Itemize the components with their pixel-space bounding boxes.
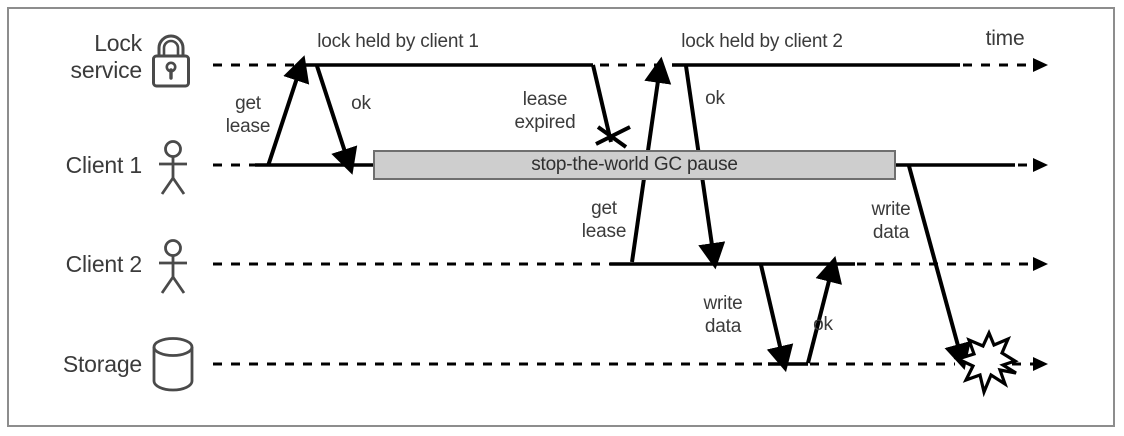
lane-label-storage: Storage — [10, 351, 142, 378]
annotation-get-lease-client1-line2: lease — [225, 116, 271, 137]
message-write-data-client2 — [759, 264, 794, 373]
annotation-time: time — [985, 27, 1025, 50]
annotation-write-data-client1-line2: data — [872, 222, 910, 243]
conflict-explosion-icon — [953, 329, 1019, 398]
gc-pause-box: stop-the-world GC pause — [373, 150, 896, 180]
database-cylinder-icon — [152, 337, 194, 392]
annotation-get-lease-client2: get lease — [562, 197, 646, 243]
message-get-lease-client1 — [266, 55, 310, 167]
annotation-ok-to-client2: ok — [705, 88, 725, 109]
message-write-data-client1 — [907, 165, 971, 370]
time-arrowhead-client-2 — [1033, 257, 1048, 271]
message-ok-to-client1 — [315, 65, 358, 175]
lifeline-lock-service — [213, 58, 1048, 72]
annotation-get-lease-client1: get lease — [206, 92, 290, 138]
lane-label-client-2: Client 2 — [10, 251, 143, 278]
message-ok-storage-to-client2 — [806, 255, 842, 364]
stick-figure-icon — [159, 140, 187, 195]
gc-pause-label: stop-the-world GC pause — [531, 154, 738, 175]
annotation-lease-expired: lease expired — [497, 88, 593, 134]
annotation-write-data-client1: write data — [848, 198, 934, 244]
annotation-lease-expired-line2: expired — [514, 112, 576, 133]
annotation-write-data-client2-line2: data — [704, 316, 742, 337]
annotation-write-data-client2-line1: write — [703, 293, 743, 314]
annotation-ok-to-client1: ok — [351, 93, 371, 114]
lane-label-client-1-text: Client 1 — [65, 152, 143, 178]
annotation-get-lease-client2-line2: lease — [581, 221, 627, 242]
annotation-lock-held-client2: lock held by client 2 — [681, 31, 843, 52]
stick-figure-icon — [159, 239, 187, 294]
annotation-lock-held-client1: lock held by client 1 — [317, 31, 479, 52]
lane-label-client-2-text: Client 2 — [65, 251, 143, 277]
time-arrowhead-lock-service — [1033, 58, 1048, 72]
message-lease-expired — [591, 64, 631, 149]
lane-label-lock-service: Lock service — [10, 30, 143, 84]
time-arrowhead-client-1 — [1033, 158, 1048, 172]
annotation-write-data-client1-line1: write — [871, 199, 911, 220]
lane-label-client-1: Client 1 — [10, 152, 143, 179]
annotation-get-lease-client1-line1: get — [235, 93, 261, 114]
lifeline-storage — [213, 357, 1048, 371]
annotation-get-lease-client2-line1: get — [591, 198, 617, 219]
annotation-ok-storage-to-client2: ok — [813, 314, 833, 335]
lane-label-lock-service-line2: service — [70, 57, 143, 83]
annotation-write-data-client2: write data — [680, 292, 766, 338]
padlock-icon — [152, 34, 190, 88]
lifeline-client-2 — [213, 257, 1048, 271]
time-arrowhead-storage — [1033, 357, 1048, 371]
lane-label-storage-text: Storage — [62, 351, 142, 377]
lane-label-lock-service-line1: Lock — [94, 30, 142, 56]
annotation-lease-expired-line1: lease — [522, 89, 568, 110]
